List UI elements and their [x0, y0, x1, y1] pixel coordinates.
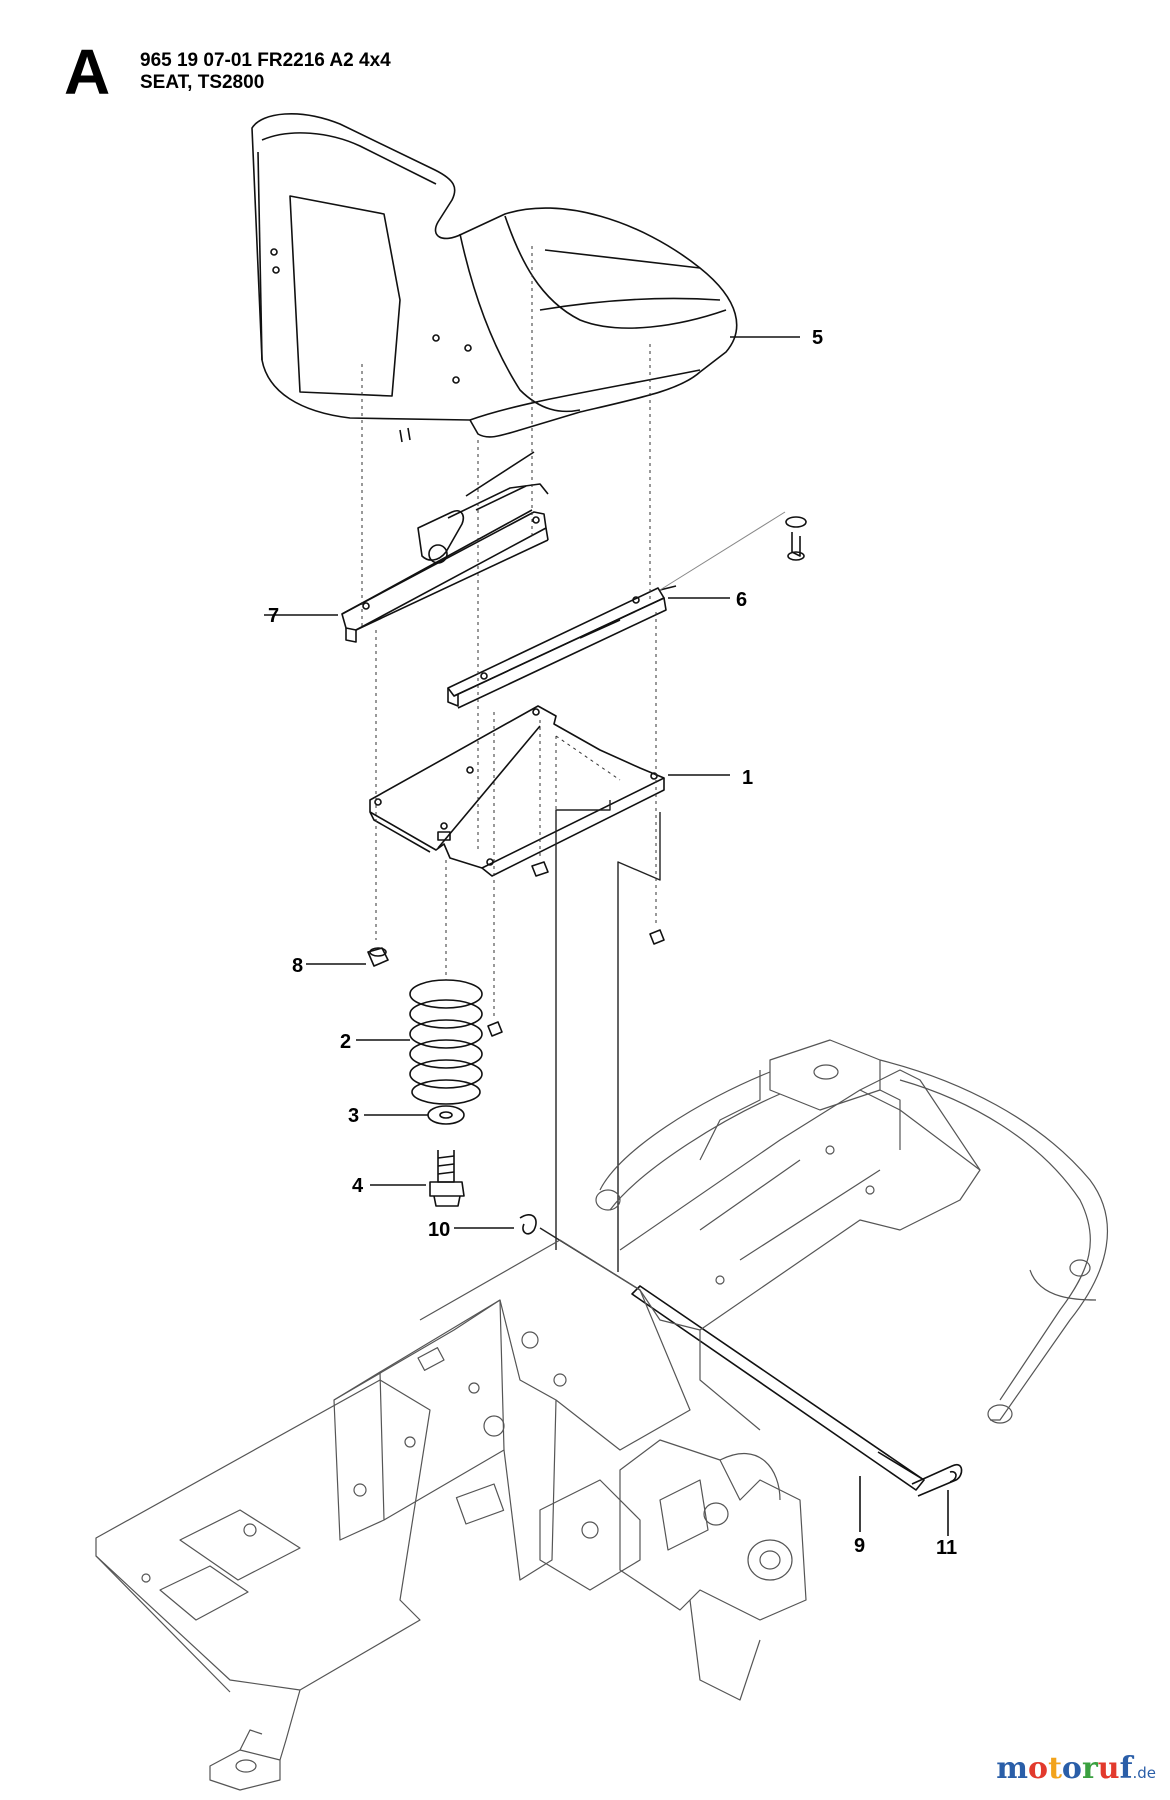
clip-part-10 [519, 1214, 537, 1235]
watermark-letter: f [1119, 1751, 1133, 1786]
callout-10: 10 [428, 1219, 450, 1241]
seat-rail-part-7 [341, 451, 549, 643]
callout-1: 1 [742, 767, 753, 789]
tractor-frame [95, 1039, 1109, 1791]
bolt-washer-top [785, 516, 807, 561]
part-number-title: 965 19 07-01 FR2216 A2 4x4 [140, 50, 391, 71]
callout-5: 5 [812, 327, 823, 349]
callout-7: 7 [268, 605, 279, 627]
watermark-letter: r [1081, 1751, 1098, 1786]
watermark-letters: motoruf [996, 1751, 1132, 1786]
callout-9: 9 [854, 1535, 865, 1557]
seat-part-5 [251, 113, 738, 443]
spring-part-2 [409, 979, 483, 1105]
callout-6: 6 [736, 589, 747, 611]
seat-rail-part-6 [447, 585, 677, 709]
nut-part-8 [367, 947, 389, 967]
section-letter: A [64, 36, 111, 108]
washer-part-3 [427, 1105, 465, 1125]
callout-11: 11 [936, 1537, 957, 1559]
seat-plate-part-1 [369, 705, 665, 877]
watermark-logo: motoruf.de [996, 1751, 1156, 1786]
hairpin-clip-part-11 [911, 1463, 963, 1497]
watermark-suffix: .de [1132, 1764, 1156, 1782]
alignment-lines [361, 246, 657, 1140]
callout-8: 8 [292, 955, 303, 977]
pin-part-9 [631, 1285, 925, 1491]
assembly-title: SEAT, TS2800 [140, 72, 265, 93]
watermark-letter: m [996, 1751, 1029, 1786]
pin-path-lines [539, 800, 661, 1291]
callout-4: 4 [352, 1175, 364, 1197]
watermark-letter: o [1061, 1751, 1082, 1786]
watermark-letter: u [1097, 1751, 1120, 1786]
bolt-part-4 [429, 1150, 465, 1207]
callout-3: 3 [348, 1105, 359, 1127]
callout-2: 2 [340, 1031, 351, 1053]
watermark-letter: t [1048, 1751, 1062, 1786]
nut-under-plate [487, 861, 665, 1037]
watermark-letter: o [1028, 1751, 1049, 1786]
